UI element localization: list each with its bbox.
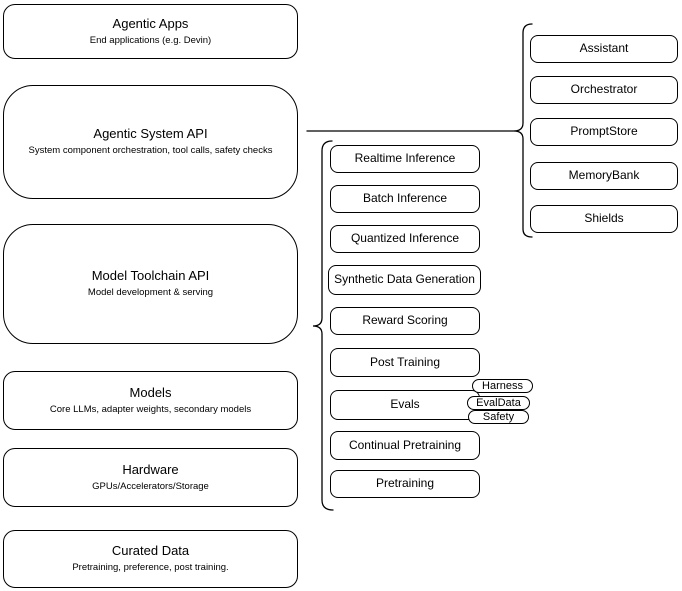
service-synthetic-data-generation: Synthetic Data Generation (328, 265, 481, 295)
node-subtitle: Core LLMs, adapter weights, secondary mo… (49, 403, 252, 415)
node-title: Curated Data (111, 543, 190, 559)
eval-pill-safety: Safety (468, 410, 529, 424)
service-batch-inference: Batch Inference (330, 185, 480, 213)
node-curated-data: Curated Data Pretraining, preference, po… (3, 530, 298, 588)
node-hardware: Hardware GPUs/Accelerators/Storage (3, 448, 298, 507)
component-orchestrator: Orchestrator (530, 76, 678, 104)
node-title: Agentic System API (93, 126, 208, 142)
service-label: Realtime Inference (354, 151, 456, 166)
component-label: MemoryBank (568, 168, 640, 183)
component-assistant: Assistant (530, 35, 678, 63)
node-title: Agentic Apps (112, 15, 189, 31)
service-label: Evals (390, 397, 420, 412)
service-label: Synthetic Data Generation (334, 272, 475, 287)
node-subtitle: GPUs/Accelerators/Storage (92, 480, 209, 492)
component-memorybank: MemoryBank (530, 162, 678, 190)
node-agentic-apps: Agentic Apps End applications (e.g. Devi… (3, 4, 298, 59)
component-promptstore: PromptStore (530, 118, 678, 146)
node-title: Models (129, 384, 172, 400)
component-shields: Shields (530, 205, 678, 233)
eval-pill-harness: Harness (472, 379, 533, 393)
service-label: Post Training (369, 354, 441, 369)
service-evals: Evals (330, 390, 480, 420)
component-label: Orchestrator (570, 82, 638, 97)
pill-label: Harness (482, 379, 523, 392)
service-reward-scoring: Reward Scoring (330, 307, 480, 335)
eval-pill-evaldata: EvalData (467, 396, 530, 410)
node-title: Model Toolchain API (91, 268, 210, 284)
service-label: Continual Pretraining (348, 437, 462, 452)
node-subtitle: Model development & serving (87, 287, 214, 298)
component-label: Assistant (579, 41, 629, 56)
service-post-training: Post Training (330, 348, 480, 377)
pill-label: Safety (482, 410, 515, 423)
pill-label: EvalData (476, 396, 521, 409)
service-pretraining: Pretraining (330, 470, 480, 498)
service-label: Pretraining (375, 476, 435, 491)
service-realtime-inference: Realtime Inference (330, 145, 480, 173)
node-subtitle: System component orchestration, tool cal… (28, 145, 273, 156)
component-label: Shields (584, 211, 624, 226)
service-quantized-inference: Quantized Inference (330, 225, 480, 253)
service-continual-pretraining: Continual Pretraining (330, 431, 480, 460)
service-label: Reward Scoring (362, 313, 448, 328)
node-subtitle: End applications (e.g. Devin) (89, 34, 212, 46)
node-title: Hardware (122, 461, 179, 477)
node-models: Models Core LLMs, adapter weights, secon… (3, 371, 298, 430)
node-subtitle: Pretraining, preference, post training. (72, 562, 229, 573)
node-agentic-system-api: Agentic System API System component orch… (3, 85, 298, 199)
service-label: Quantized Inference (350, 231, 460, 246)
service-label: Batch Inference (362, 191, 448, 206)
node-model-toolchain-api: Model Toolchain API Model development & … (3, 224, 298, 344)
component-label: PromptStore (570, 124, 638, 139)
